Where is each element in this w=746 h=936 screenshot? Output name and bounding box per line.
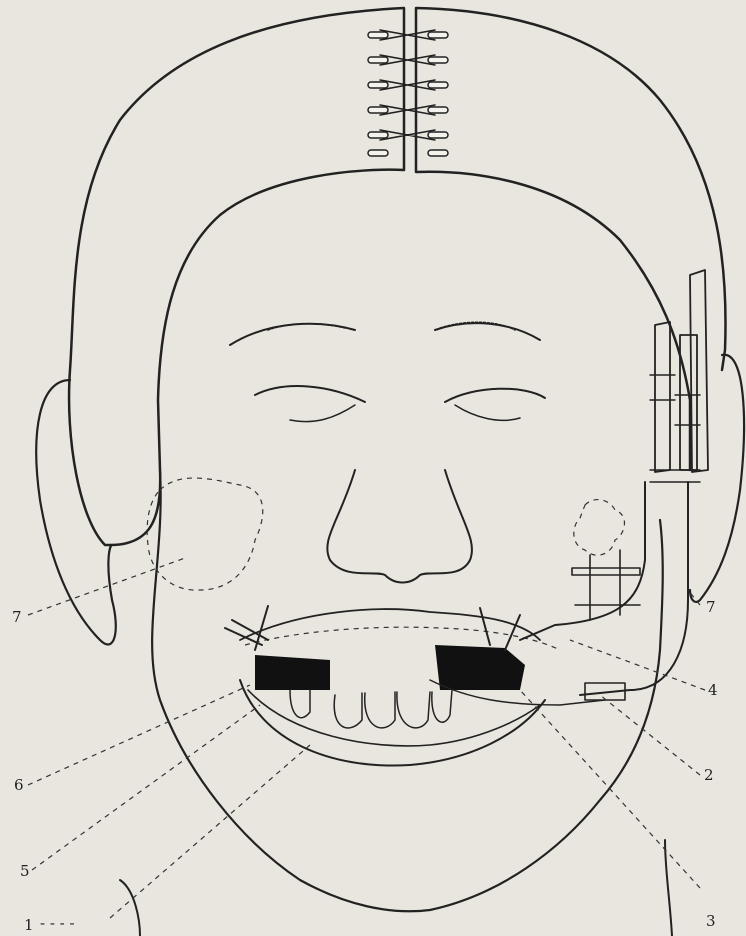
leader-lines: [28, 558, 705, 918]
head-cap-icon: [69, 8, 725, 545]
label-1-leader: - - - -: [40, 914, 75, 932]
label-7-right: 7: [706, 598, 716, 616]
label-5: 5: [20, 862, 30, 880]
scalp-suture-icon: [368, 30, 448, 156]
label-7-left: 7: [12, 608, 22, 626]
head-outline-icon: [36, 355, 744, 936]
side-rod-frame-icon: [520, 270, 708, 700]
left-cheek-mark: [147, 478, 263, 590]
right-splint-block: [435, 645, 525, 690]
label-1: 1: [24, 916, 34, 934]
label-6: 6: [14, 776, 24, 794]
eyes-icon: [230, 322, 545, 421]
right-cheek-mark: [574, 500, 625, 556]
left-splint-block: [255, 655, 330, 690]
label-3: 3: [706, 912, 716, 930]
label-2: 2: [704, 766, 714, 784]
label-4: 4: [708, 681, 718, 699]
nose-icon: [327, 470, 472, 583]
mouth-splint-icon: [225, 606, 605, 766]
